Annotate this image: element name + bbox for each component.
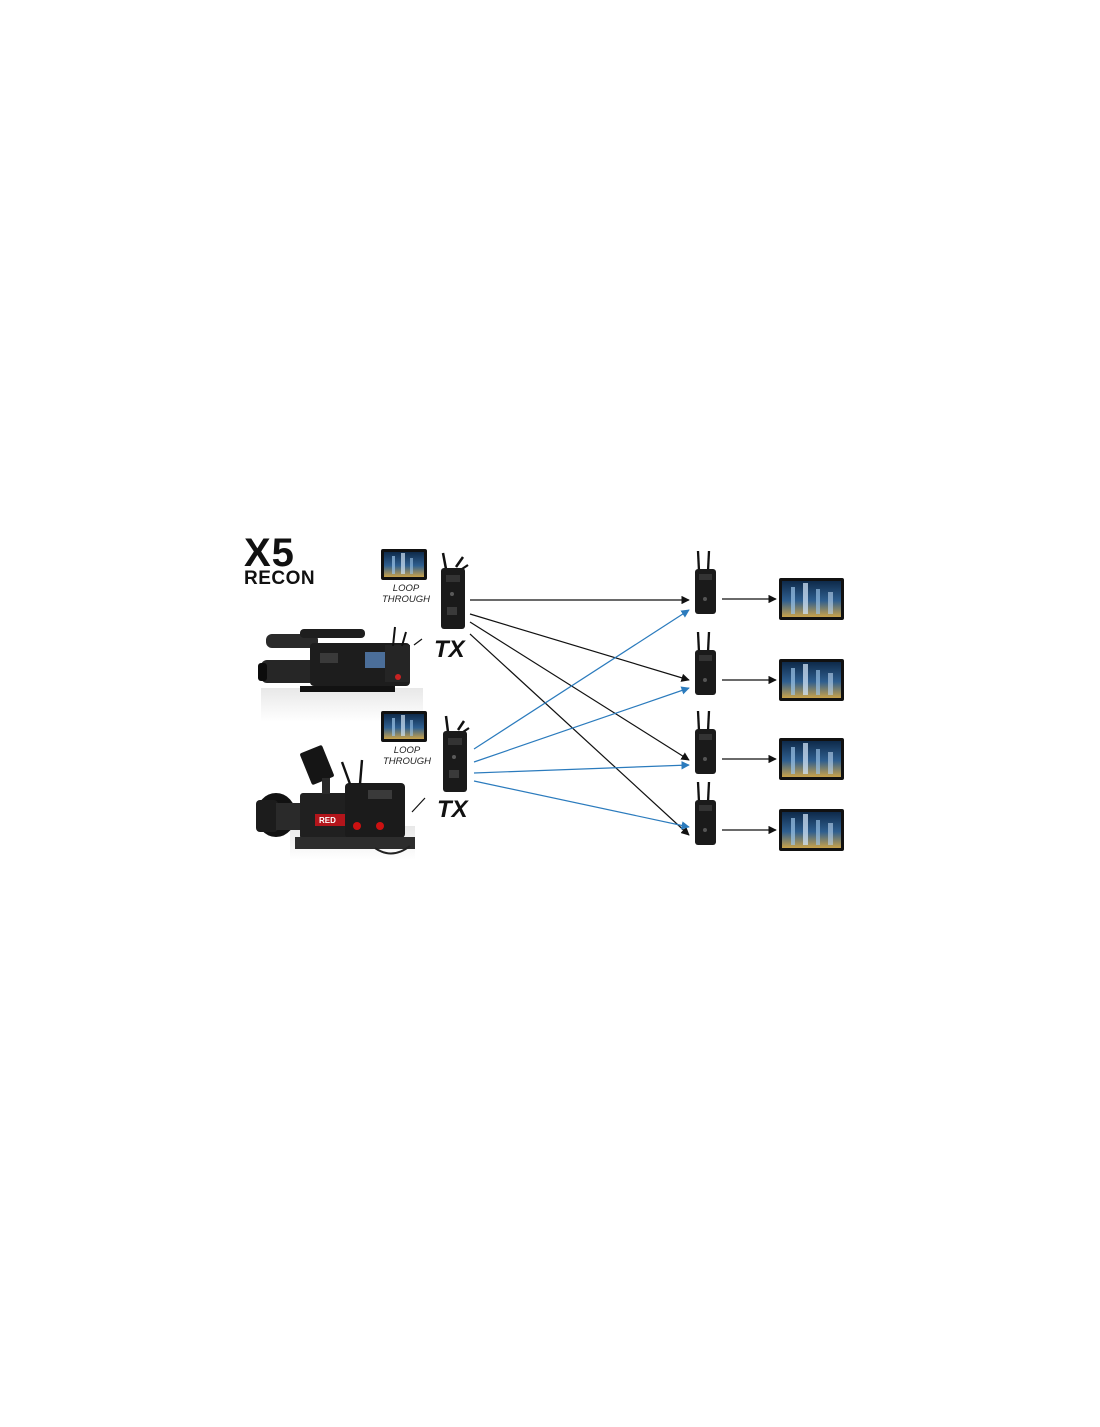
link-tx2-rx1	[473, 609, 690, 750]
tx2-loop-monitor	[381, 711, 427, 742]
tx1-transmitter-unit	[441, 552, 469, 629]
output-monitor-rx2	[779, 659, 844, 701]
output-monitor-rx4	[779, 809, 844, 851]
link-tx2-rx4	[473, 780, 690, 830]
link-lines	[469, 595, 690, 836]
receiver-rx2	[695, 631, 716, 695]
logo-x5-text: X5	[244, 531, 295, 575]
receivers-layer	[695, 550, 844, 851]
tx1-label: TX	[434, 636, 467, 663]
tx1-loop-monitor	[381, 549, 427, 580]
link-tx1-rx2	[469, 613, 690, 682]
receiver-rx4	[695, 781, 716, 845]
loop-label-line: THROUGH	[383, 756, 431, 767]
logo-recon-text: RECON	[244, 568, 315, 589]
broadcast-camcorder-image	[258, 626, 423, 722]
tx2-transmitter-unit	[443, 715, 470, 792]
red-cinema-camera-image: RED	[256, 745, 415, 860]
x5-recon-logo: X5 RECON	[244, 531, 315, 589]
receiver-rx1	[695, 550, 716, 614]
output-monitor-rx3	[779, 738, 844, 780]
tx2-label: TX	[437, 796, 470, 823]
tx2-pointer-line	[411, 797, 426, 813]
red-brand-text: RED	[319, 816, 336, 825]
link-tx2-rx3	[473, 761, 690, 774]
output-monitor-rx1	[779, 578, 844, 620]
link-tx1-rx4	[469, 633, 690, 836]
link-tx2-rx2	[473, 686, 690, 763]
loop-label-line: THROUGH	[382, 594, 430, 605]
link-tx1-rx3	[469, 621, 690, 761]
receiver-rx3	[695, 710, 716, 774]
